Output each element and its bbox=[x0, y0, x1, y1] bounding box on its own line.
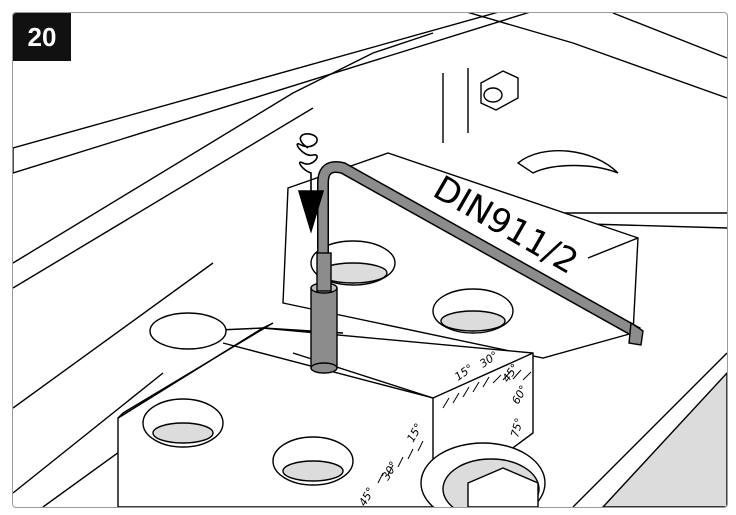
assembly-illustration: 15° 30° 45° 60° 75° 15° 30° 45° bbox=[13, 13, 727, 507]
rear-block bbox=[282, 152, 639, 359]
bolt-sleeve bbox=[310, 252, 338, 374]
hex-key-icon bbox=[317, 161, 644, 346]
guide-slot bbox=[516, 150, 619, 174]
scale-label-75-upper: 75° bbox=[508, 417, 526, 439]
bolt-head bbox=[480, 70, 519, 111]
step-number-badge: 20 bbox=[13, 13, 71, 61]
angle-dial bbox=[420, 442, 546, 507]
rotation-arrow-icon bbox=[296, 133, 325, 234]
illustration-frame: 20 bbox=[12, 12, 728, 508]
angle-scale-ticks bbox=[377, 369, 532, 484]
